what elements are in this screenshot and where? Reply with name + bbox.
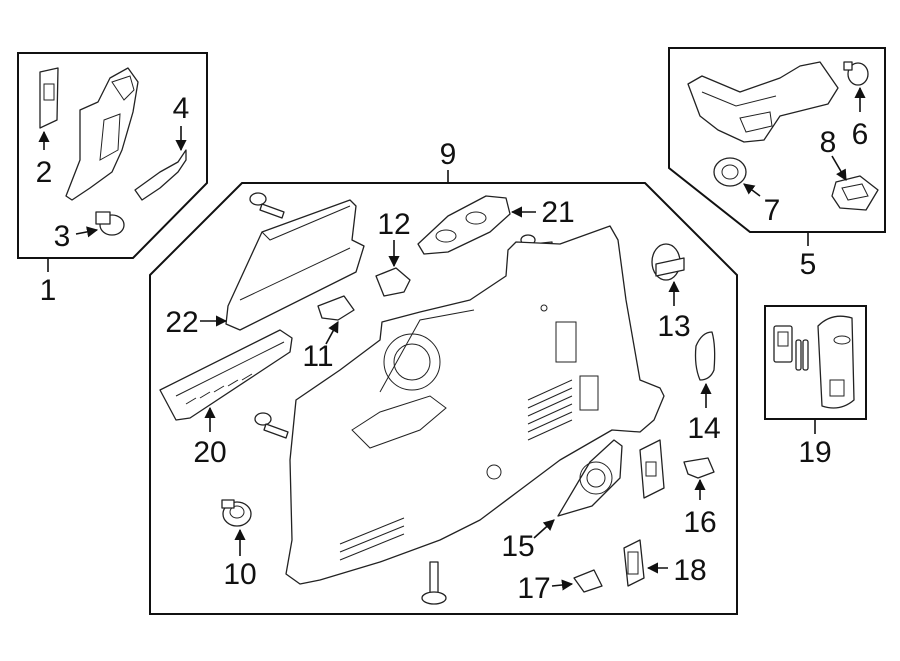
part-1-pillar-trim[interactable]	[65, 67, 139, 201]
callout-3: 3	[54, 220, 71, 253]
callout-14: 14	[687, 412, 720, 445]
group-1-frame	[17, 52, 208, 259]
part-20-lower-rail[interactable]	[159, 329, 293, 421]
part-7-grommet[interactable]	[713, 157, 747, 187]
callout-4: 4	[173, 92, 190, 125]
callout-7: 7	[764, 194, 781, 227]
part-9-quarter-trim-panel[interactable]	[285, 225, 665, 585]
part-4-clip[interactable]	[134, 149, 187, 201]
part-8-arrow	[831, 155, 847, 181]
callout-10: 10	[223, 558, 256, 591]
bolt-mid-left[interactable]	[254, 412, 289, 439]
part-3-push-pin[interactable]	[95, 211, 125, 236]
side-bracket[interactable]	[639, 439, 665, 499]
callout-5: 5	[800, 248, 817, 281]
part-12-clip[interactable]	[375, 267, 411, 297]
callout-15: 15	[501, 530, 534, 563]
part-10-grommet[interactable]	[221, 499, 252, 527]
part-15-arrow	[533, 519, 555, 539]
part-17-arrow	[551, 579, 574, 591]
part-18-switch-bezel[interactable]	[623, 539, 645, 587]
group-9-frame	[149, 182, 738, 615]
callout-19: 19	[798, 436, 831, 469]
callout-21: 21	[541, 196, 574, 229]
part-8-clip[interactable]	[831, 175, 879, 211]
bolt-upper-left[interactable]	[249, 192, 285, 219]
part-15-speaker-grille[interactable]	[557, 439, 623, 517]
part-5-trim-panel[interactable]	[687, 61, 839, 143]
part-2-bracket[interactable]	[39, 67, 59, 129]
part-17-cap[interactable]	[573, 569, 603, 593]
part-11-clip[interactable]	[317, 295, 355, 321]
part-13-cap[interactable]	[651, 243, 685, 281]
callout-1: 1	[40, 274, 57, 307]
callout-20: 20	[193, 436, 226, 469]
callout-17: 17	[517, 572, 550, 605]
part-16-stud[interactable]	[683, 457, 715, 479]
callout-2: 2	[36, 156, 53, 189]
callout-16: 16	[683, 506, 716, 539]
callout-22: 22	[165, 306, 198, 339]
part-11-arrow	[325, 321, 339, 345]
part-14-cover[interactable]	[694, 331, 716, 381]
bolt-bottom[interactable]	[421, 561, 447, 605]
group-5-frame	[668, 47, 886, 233]
part-7-arrow	[743, 183, 761, 197]
callout-8: 8	[820, 126, 837, 159]
callout-9: 9	[440, 138, 457, 171]
callout-12: 12	[377, 208, 410, 241]
part-19-switch-kit[interactable]	[773, 315, 855, 409]
callout-13: 13	[657, 310, 690, 343]
callout-6: 6	[852, 118, 869, 151]
part-6-fastener[interactable]	[843, 61, 869, 86]
part-3-arrow	[75, 226, 99, 238]
callout-18: 18	[673, 554, 706, 587]
part-22-upper-rail[interactable]	[225, 199, 365, 331]
callout-11: 11	[302, 340, 333, 373]
part-21-cup-holder[interactable]	[417, 195, 511, 255]
